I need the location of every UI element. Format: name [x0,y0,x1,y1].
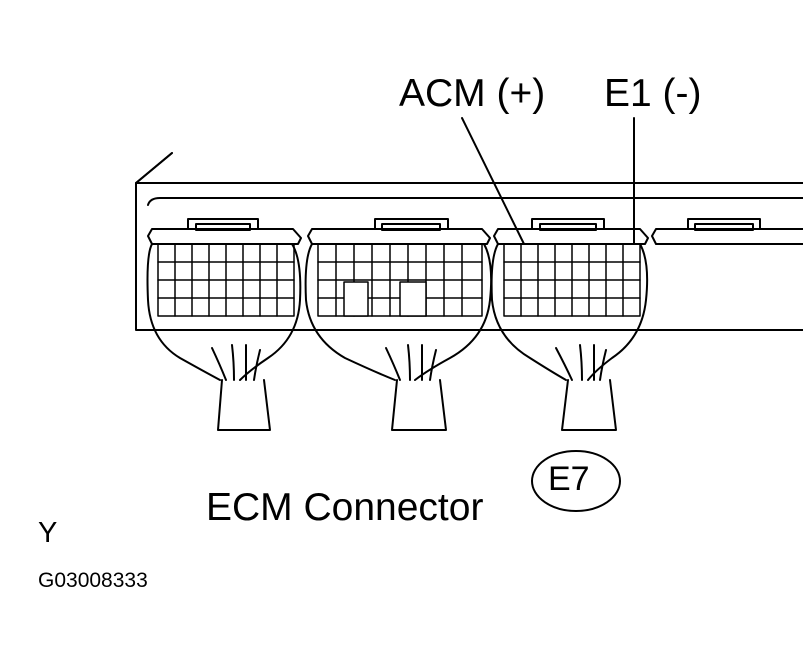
e1-terminal-label: E1 (-) [604,72,702,115]
connector-4-partial [651,218,803,245]
connector-caption: ECM Connector [206,486,484,529]
acm-terminal-label: ACM (+) [399,72,546,115]
ecm-housing [135,152,803,331]
connector-2 [304,218,493,431]
connector-1 [146,218,302,431]
corner-mark: Y [38,517,58,549]
connector-id-label: E7 [548,460,590,498]
connector-id-circle [531,450,621,512]
acm-leader-line [461,117,525,245]
connector-e7 [490,218,649,431]
figure-code: G03008333 [38,569,148,592]
